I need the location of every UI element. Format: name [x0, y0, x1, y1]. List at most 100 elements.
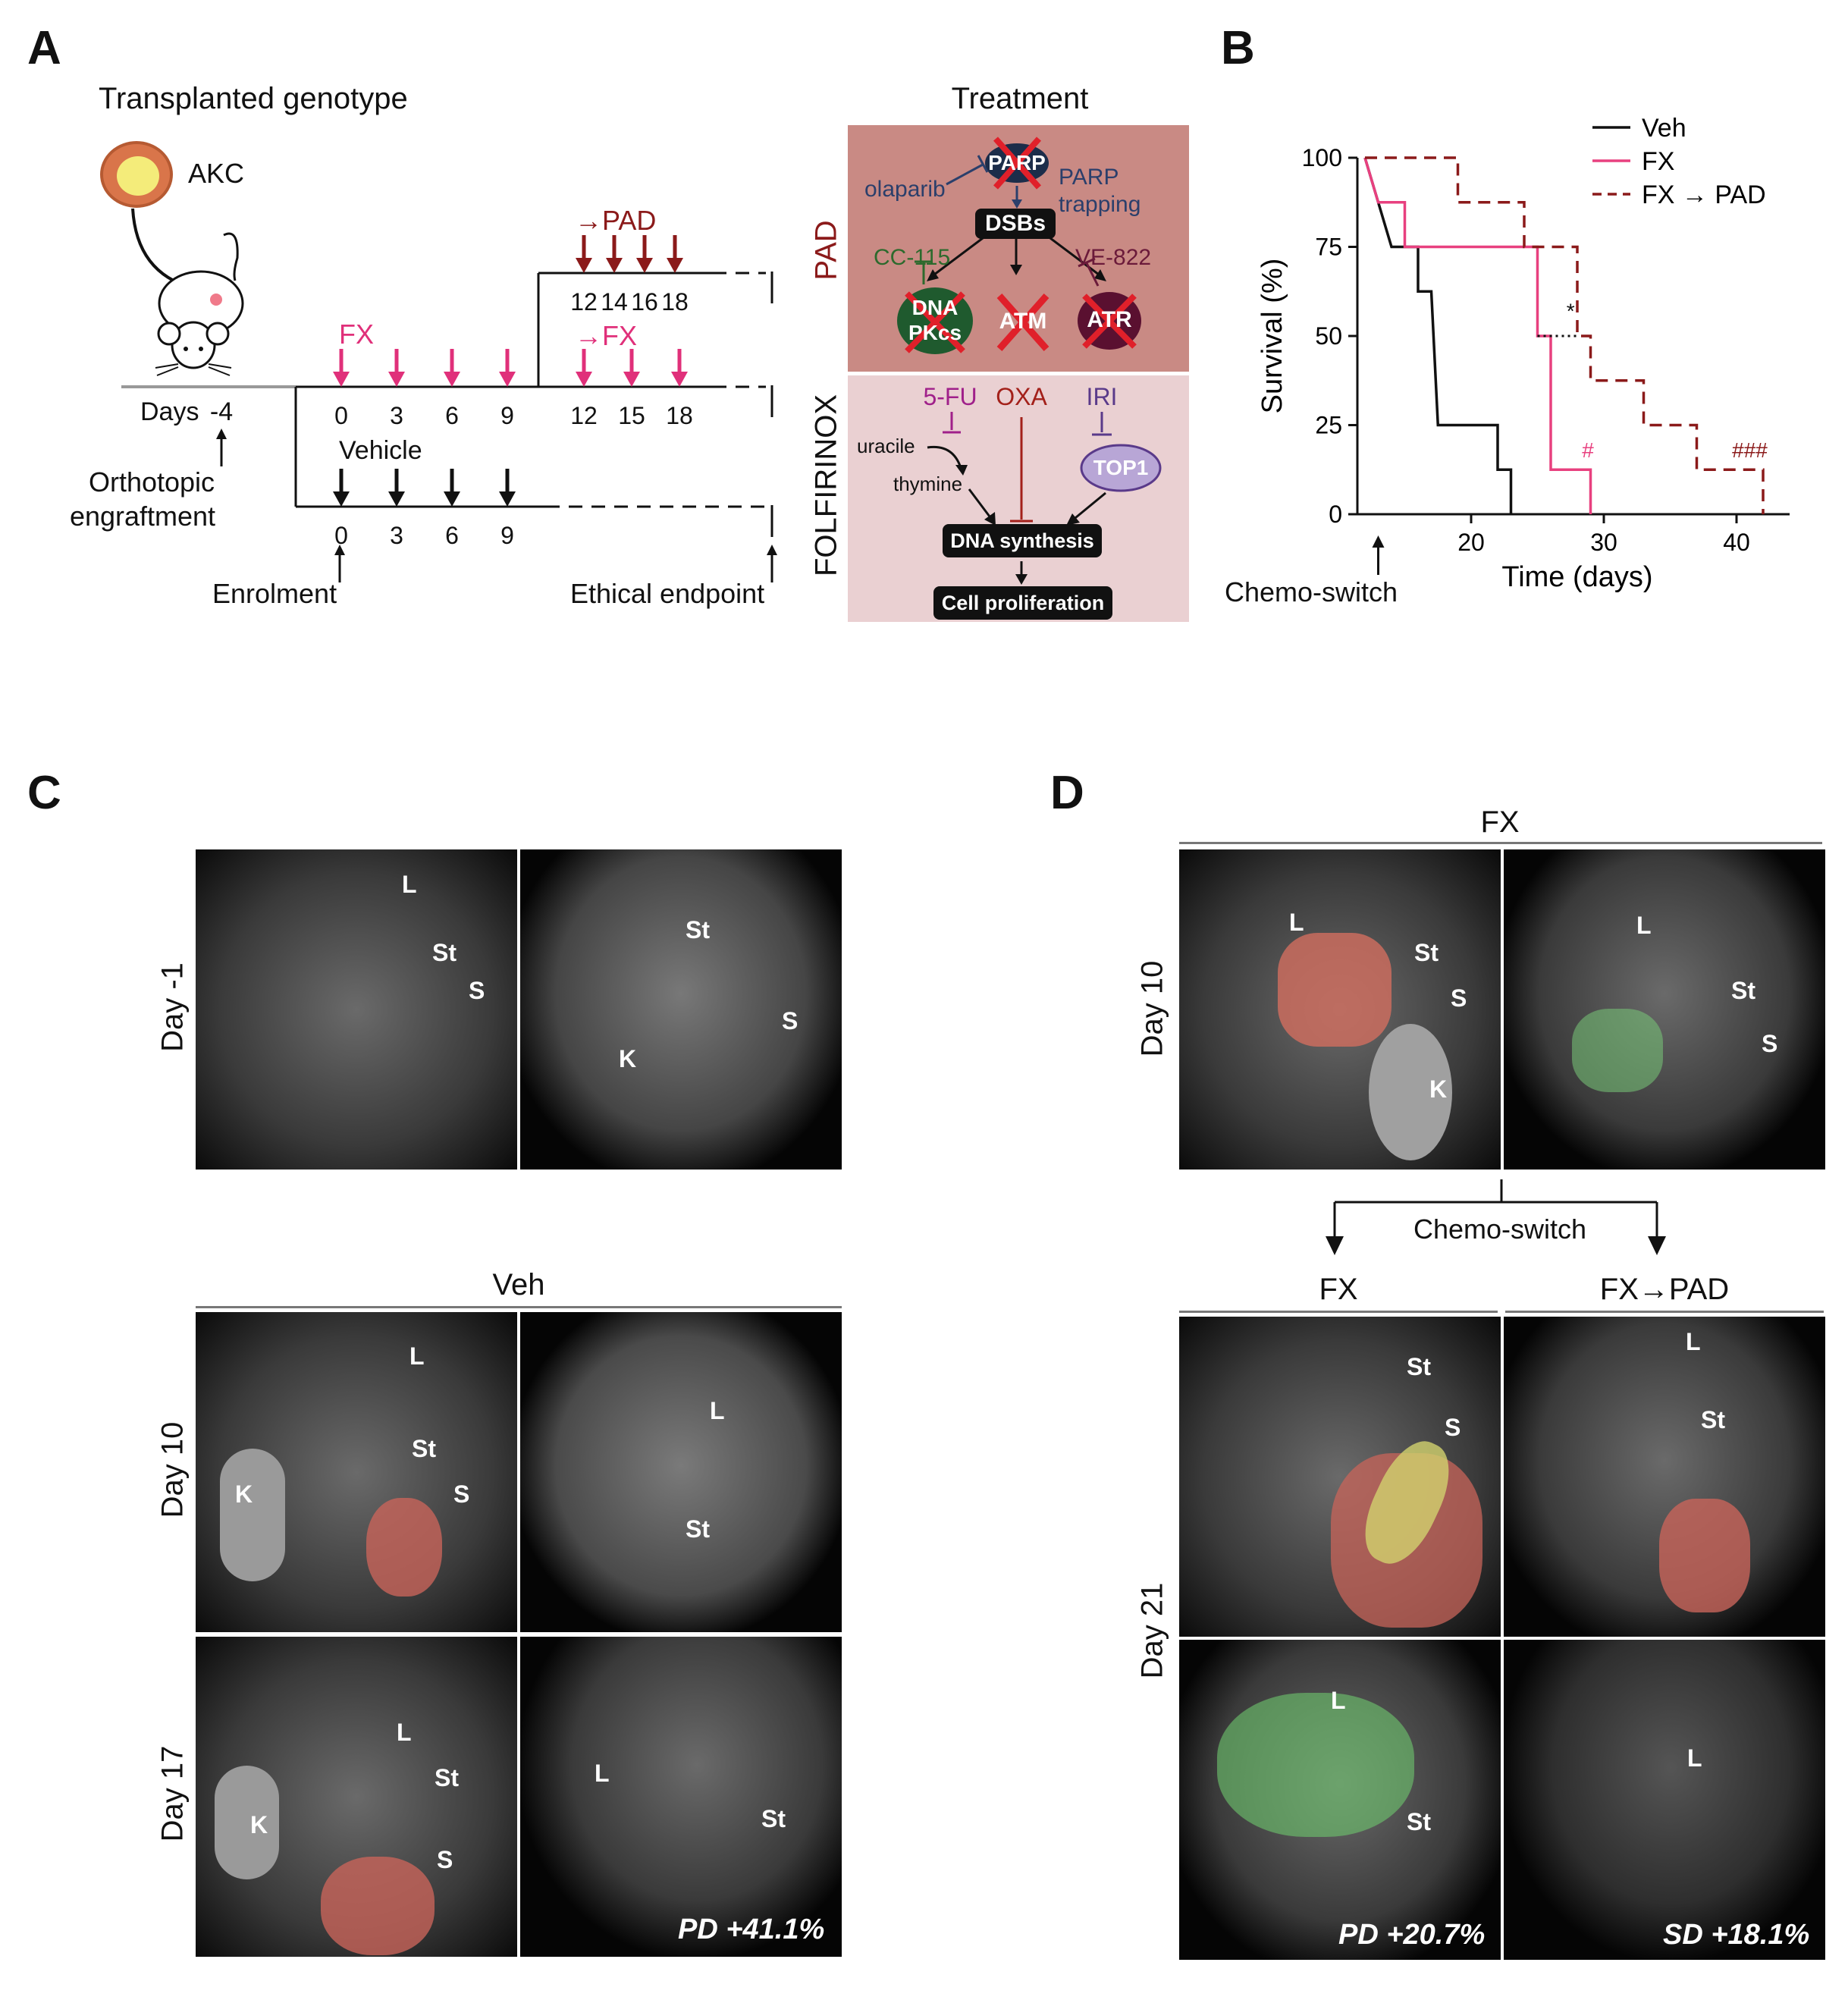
fx2-dose-arrow [623, 349, 640, 387]
veh-dose-arrow [444, 469, 460, 507]
day-minus-4: -4 [209, 397, 234, 426]
y-tick-label: 0 [1329, 501, 1342, 528]
mri-c-day17-coronal: L St S K [196, 1637, 517, 1957]
top1-label: TOP1 [1093, 456, 1149, 479]
mri-label: L [1686, 1328, 1701, 1355]
mri-label: St [686, 1515, 710, 1543]
day-tick-label: 0 [334, 402, 348, 429]
mri-label: St [1731, 977, 1755, 1004]
significance-annotation: # [1582, 438, 1594, 462]
day-tick-label: 18 [661, 288, 689, 316]
mri-label: St [1701, 1406, 1725, 1433]
day-tick-label: 12 [570, 288, 598, 316]
significance-annotation: ### [1732, 438, 1768, 462]
mri-label: St [761, 1805, 786, 1832]
mri-label: K [1429, 1075, 1448, 1103]
mri-label: K [619, 1045, 637, 1072]
pad-side-label: PAD [809, 220, 843, 281]
row-label-day21: Day 21 [1135, 1582, 1169, 1679]
mri-c-day-1-axial: St S K [520, 849, 842, 1170]
series-line-veh [1363, 157, 1513, 514]
endpoint-label: Ethical endpoint [570, 578, 765, 609]
sd-label-d: SD +18.1% [1663, 1919, 1810, 1951]
y-tick-label: 25 [1315, 412, 1342, 439]
mri-label: L [1636, 912, 1652, 939]
mri-label: L [397, 1719, 412, 1746]
dsbs-box: DSBs [975, 209, 1056, 239]
mri-label: L [1289, 909, 1304, 936]
tumor-overlay [1659, 1499, 1750, 1612]
mri-label: K [235, 1480, 253, 1508]
y-tick-label: 75 [1315, 234, 1342, 261]
cc115-label: CC-115 [874, 245, 951, 270]
mri-d-day10-coronal: L St S K [1179, 849, 1501, 1170]
mri-d-day21-pad-axial: L SD +18.1% [1504, 1640, 1825, 1960]
fx-top-rule [1179, 842, 1822, 844]
mri-label: S [469, 977, 485, 1004]
mri-label: S [453, 1480, 470, 1508]
pad-mechanism-diagram [897, 137, 1141, 354]
mri-label: L [710, 1397, 725, 1424]
fx2-dose-arrow [671, 349, 688, 387]
series-line-fx-pad [1365, 156, 1765, 514]
fx-dose-arrow [333, 349, 350, 387]
mri-label: L [402, 871, 417, 898]
olaparib-label: olaparib [864, 177, 946, 202]
ve822-label: VE-822 [1075, 245, 1152, 270]
pad-mechanism-box: PARP olaparib PARP trapping DSBs CC-115 … [848, 125, 1189, 372]
day-tick-label: 12 [570, 402, 598, 429]
mri-label: St [1414, 939, 1439, 966]
panel-label-d: D [1050, 767, 1084, 819]
enrolment-label: Enrolment [212, 578, 337, 609]
dna-label: DNA [911, 296, 959, 319]
chemo-switch-arrows [1326, 1179, 1666, 1255]
cell-proliferation-box: Cell proliferation [933, 586, 1112, 620]
legend-label: FX → PAD [1642, 181, 1766, 209]
enrol-arrow-icon [334, 545, 345, 582]
baseline-line [121, 385, 296, 388]
fx-dose-arrow [499, 349, 516, 387]
fx-pad-heading: FX→PAD [1599, 1273, 1730, 1306]
row-label-day-minus1: Day -1 [155, 962, 190, 1052]
y-tick-label: 50 [1315, 322, 1342, 350]
mri-label: St [432, 939, 457, 966]
chemo-switch-label-b: Chemo-switch [1225, 576, 1398, 608]
row-label-day10-d: Day 10 [1135, 960, 1169, 1057]
veh-dose-arrow [388, 469, 405, 507]
mri-c-day10-coronal: L St S K [196, 1312, 517, 1632]
folfirinox-diagram [927, 412, 1162, 585]
fx-label: FX [339, 319, 375, 350]
thymine-label: thymine [893, 473, 963, 495]
pad-dose-arrow [667, 235, 683, 273]
pad-dose-arrow [636, 235, 653, 273]
mri-label: St [435, 1764, 459, 1791]
tumor-overlay-green [1217, 1693, 1414, 1837]
fx-rule-d [1179, 1311, 1498, 1313]
mri-label: St [1407, 1808, 1431, 1835]
pd-label-d: PD +20.7% [1338, 1919, 1486, 1951]
to-pad-label: →PAD [575, 205, 657, 236]
mri-d-day21-fx-coronal: St S [1179, 1317, 1501, 1637]
mri-d-day21-pad-coronal: L St [1504, 1317, 1825, 1637]
panel-label-c: C [27, 767, 61, 819]
day-tick-label: 14 [601, 288, 628, 316]
atr-label: ATR [1087, 307, 1132, 332]
mri-label: L [1331, 1687, 1346, 1714]
legend-label: FX [1642, 147, 1674, 176]
legend-label: Veh [1642, 114, 1686, 143]
parp-label: PARP [988, 151, 1046, 174]
engraft-label-1: Orthotopic [88, 466, 215, 498]
panel-label-b: B [1221, 22, 1255, 74]
kidney-region [1369, 1024, 1452, 1160]
trapping-label-1: PARP [1059, 165, 1119, 190]
chemo-switch-arrowhead [1372, 535, 1385, 548]
trapping-label-2: trapping [1059, 192, 1141, 217]
pd-label-c: PD +41.1% [678, 1914, 825, 1945]
pad-dose-arrow [606, 235, 623, 273]
tumor-overlay [321, 1857, 435, 1955]
x-tick-label: 20 [1457, 529, 1485, 556]
treatment-heading: Treatment [951, 82, 1089, 115]
vehicle-label: Vehicle [339, 436, 422, 465]
mri-c-day-1-coronal: L St S [196, 849, 517, 1170]
engraft-label-2: engraftment [69, 501, 216, 532]
